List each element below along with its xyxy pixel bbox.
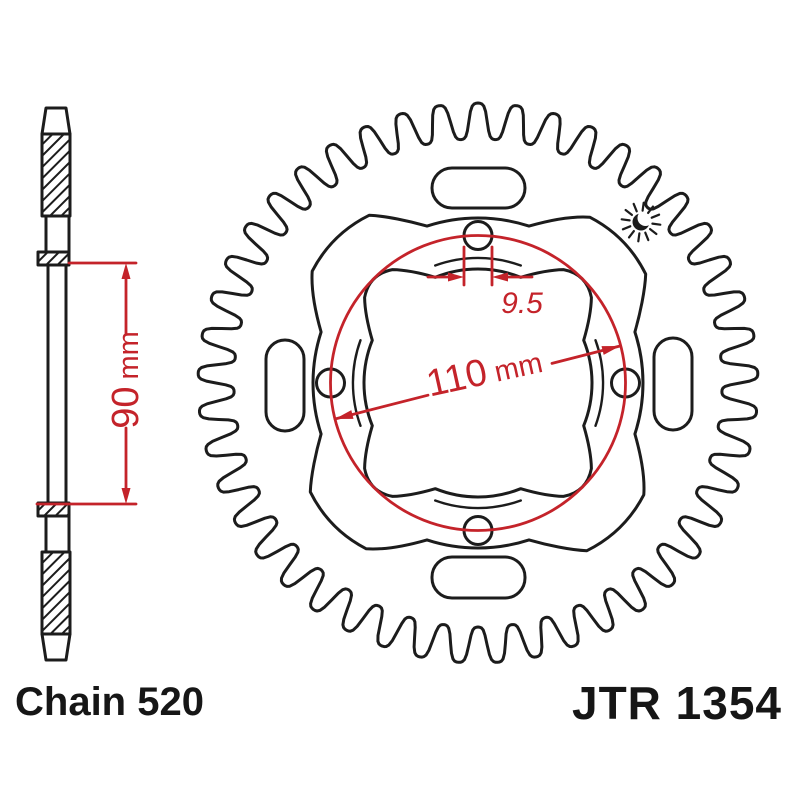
hub-boss-ridges: [351, 256, 605, 510]
chain-size-label: Chain 520: [15, 680, 204, 724]
sparkle-ray: [644, 231, 650, 242]
sparkle-crescent-cut: [637, 210, 654, 226]
dim-90-extension-lines: [35, 261, 138, 506]
slot-left: [264, 338, 306, 433]
front-view-sprocket: [196, 101, 760, 664]
dim-bolt-hole: 9.5: [426, 245, 543, 320]
sparkle-ray: [646, 205, 655, 214]
dim-90-arrow-top: [121, 263, 131, 279]
slot-right: [652, 336, 694, 432]
footer-labels: Chain 520 JTR 1354: [15, 677, 782, 729]
dim-9-5-label: 9.5: [501, 287, 543, 320]
sparkle-ray: [641, 201, 645, 212]
slot-bottom: [430, 555, 527, 600]
slot-top: [430, 166, 527, 210]
dim-90-arrow-bottom: [121, 488, 131, 504]
dim-9-5-arrow-left: [448, 272, 464, 282]
dim-110-arrow-left: [335, 410, 354, 419]
sprocket-teeth-outline: [196, 101, 760, 664]
sparkle-ray: [648, 228, 658, 236]
side-view-web: [46, 263, 68, 505]
mounting-slots: [264, 166, 694, 600]
side-view-tooth-section-top: [40, 132, 72, 218]
bolt-circle: [329, 234, 627, 532]
side-view-tooth-tip-top: [40, 106, 72, 136]
dim-110-label: 110mm: [423, 339, 546, 405]
sparkle-ray: [637, 232, 641, 243]
red-dimension-annotations: 110mm 9.5 90mm: [35, 234, 627, 532]
sparkle-ray: [627, 230, 636, 239]
sparkle-icon: [620, 201, 662, 243]
side-view-tooth-section-bottom: [40, 550, 72, 636]
side-view-flange-top: [36, 250, 71, 267]
side-view-cross-section: [36, 106, 72, 662]
hub-outline: [308, 213, 648, 553]
side-view-neck-bottom: [44, 514, 71, 554]
dim-9-5-extension-lines: [462, 245, 494, 287]
dim-9-5-arrow-right: [492, 272, 508, 282]
sparkle-ray: [621, 225, 632, 231]
hub-carrier: [308, 213, 648, 553]
part-number-label: JTR 1354: [572, 677, 782, 729]
side-view-tooth-tip-bottom: [40, 632, 72, 662]
teeth-ring: [196, 101, 760, 664]
sparkle-ray: [650, 213, 661, 219]
sparkle-ray: [651, 222, 662, 226]
sparkle-ray: [632, 202, 638, 213]
dim-110-arrow-right: [601, 346, 620, 355]
sparkle-ray: [624, 208, 634, 216]
dim-side-width: 90mm: [35, 261, 147, 506]
side-view-neck-top: [44, 214, 71, 254]
sparkle-ray: [620, 218, 631, 222]
dim-90-label: 90mm: [105, 331, 147, 429]
